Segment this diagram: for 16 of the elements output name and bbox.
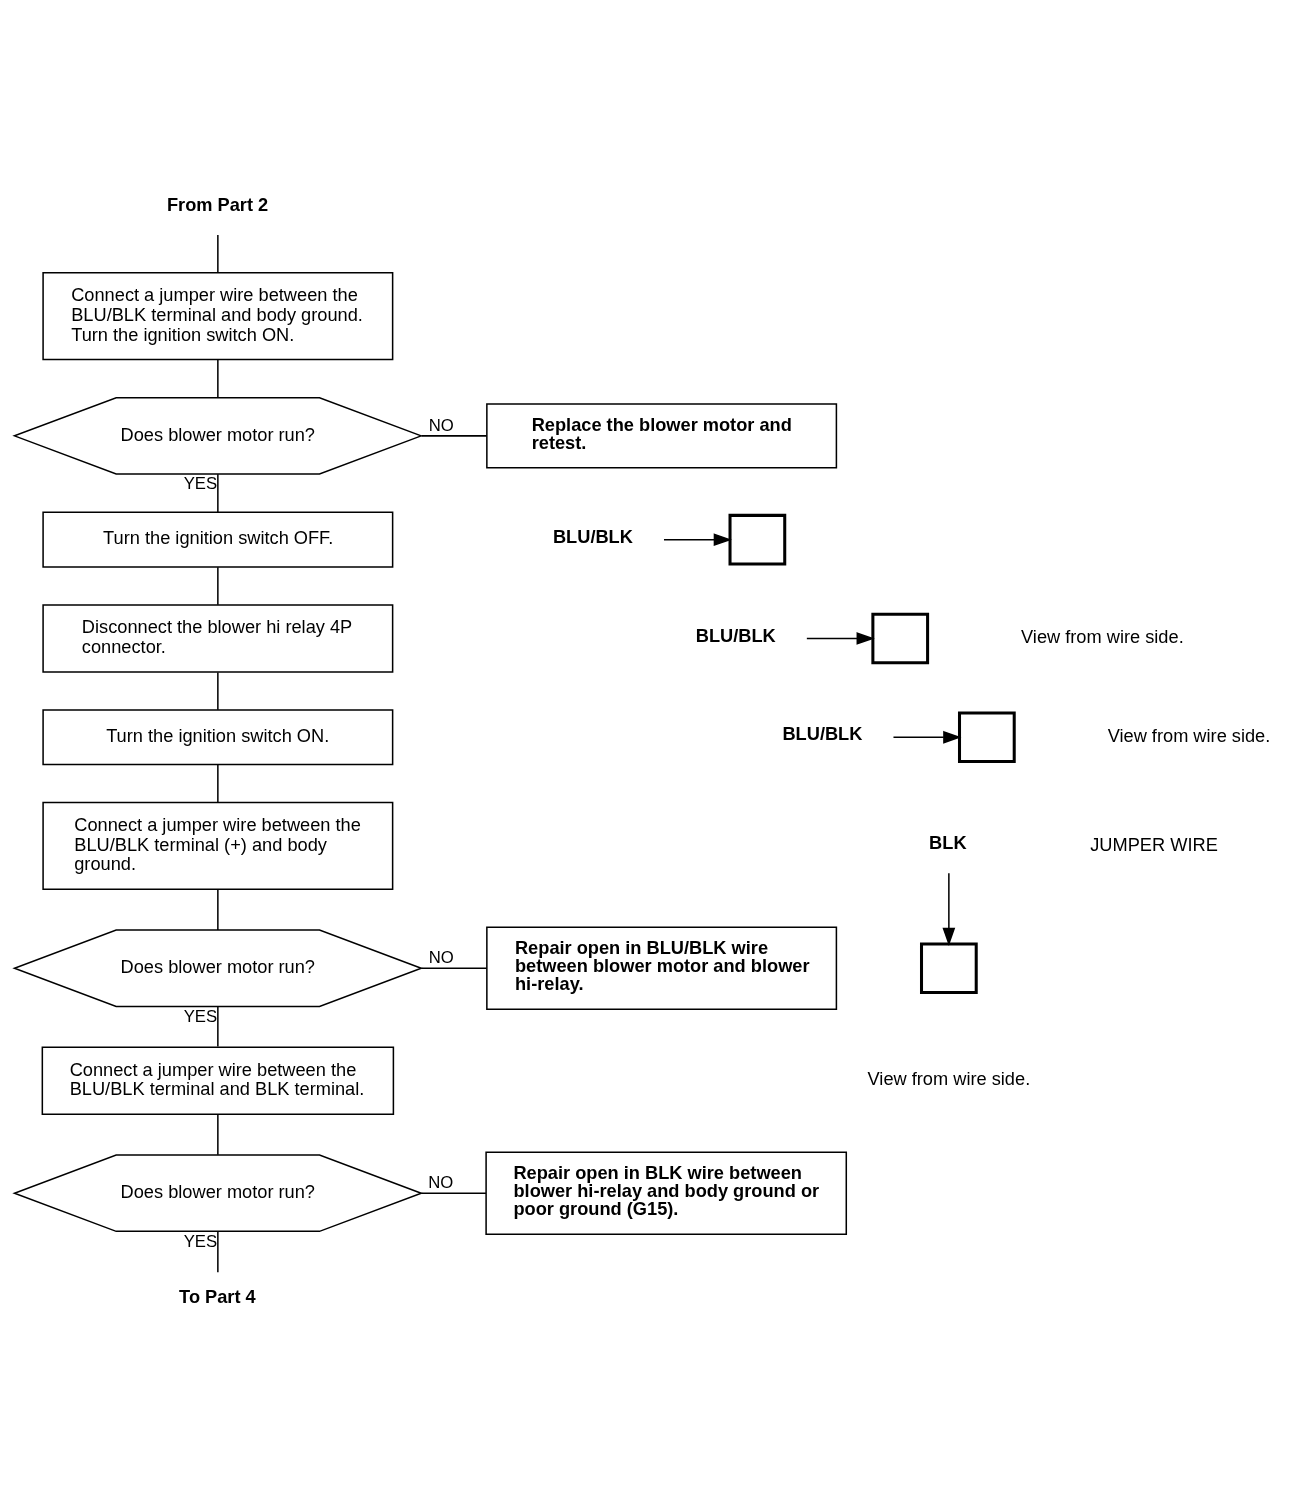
node-text: BLK	[929, 831, 967, 853]
label: JUMPER WIRE	[1090, 833, 1218, 855]
edge-label: NO	[428, 415, 454, 435]
node-text: BLU/BLK	[695, 624, 776, 646]
edge-label: YES	[183, 1231, 218, 1251]
edge-label: YES	[183, 473, 218, 493]
node-text: To Part 4	[179, 1285, 256, 1307]
label: View from wire side.	[867, 1067, 1031, 1089]
label: View from wire side.	[1021, 625, 1184, 647]
label: View from wire side.	[1107, 724, 1271, 746]
node-text: BLU/BLK	[552, 525, 633, 547]
edge-label: YES	[183, 1006, 218, 1026]
node-text: From Part 2	[166, 193, 269, 215]
edge-label: NO	[428, 947, 454, 967]
node-text: BLU/BLK	[782, 722, 863, 744]
edge-label: NO	[428, 1172, 454, 1192]
